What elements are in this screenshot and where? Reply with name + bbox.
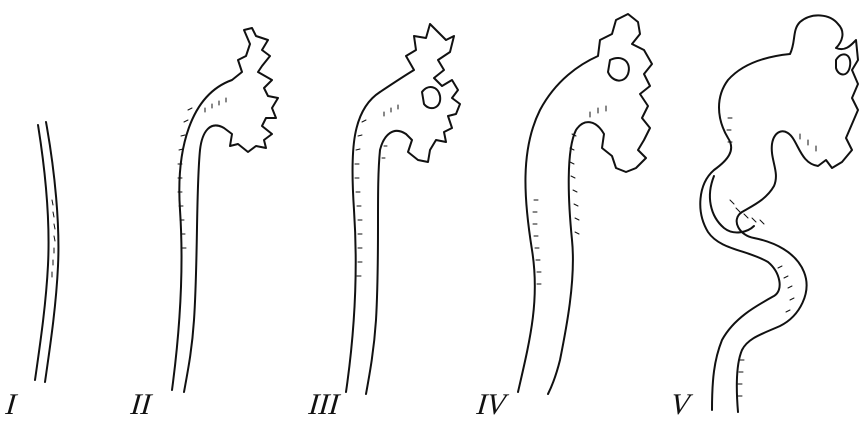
stage-5-tube: [700, 15, 858, 412]
stage-label-5: V: [669, 390, 690, 420]
stage-label-3: III: [307, 390, 340, 420]
stage-label-2: II: [129, 390, 152, 420]
stage-2-tube: [172, 28, 278, 392]
stage-3-tube: [346, 24, 460, 394]
stage-2-shading: [178, 98, 226, 248]
stage-3-shading: [355, 105, 398, 276]
stage-4-tube: [518, 14, 652, 394]
stage-label-4: IV: [475, 390, 506, 420]
stage-1-shading: [52, 200, 55, 277]
stage-1-tube: [35, 122, 58, 382]
